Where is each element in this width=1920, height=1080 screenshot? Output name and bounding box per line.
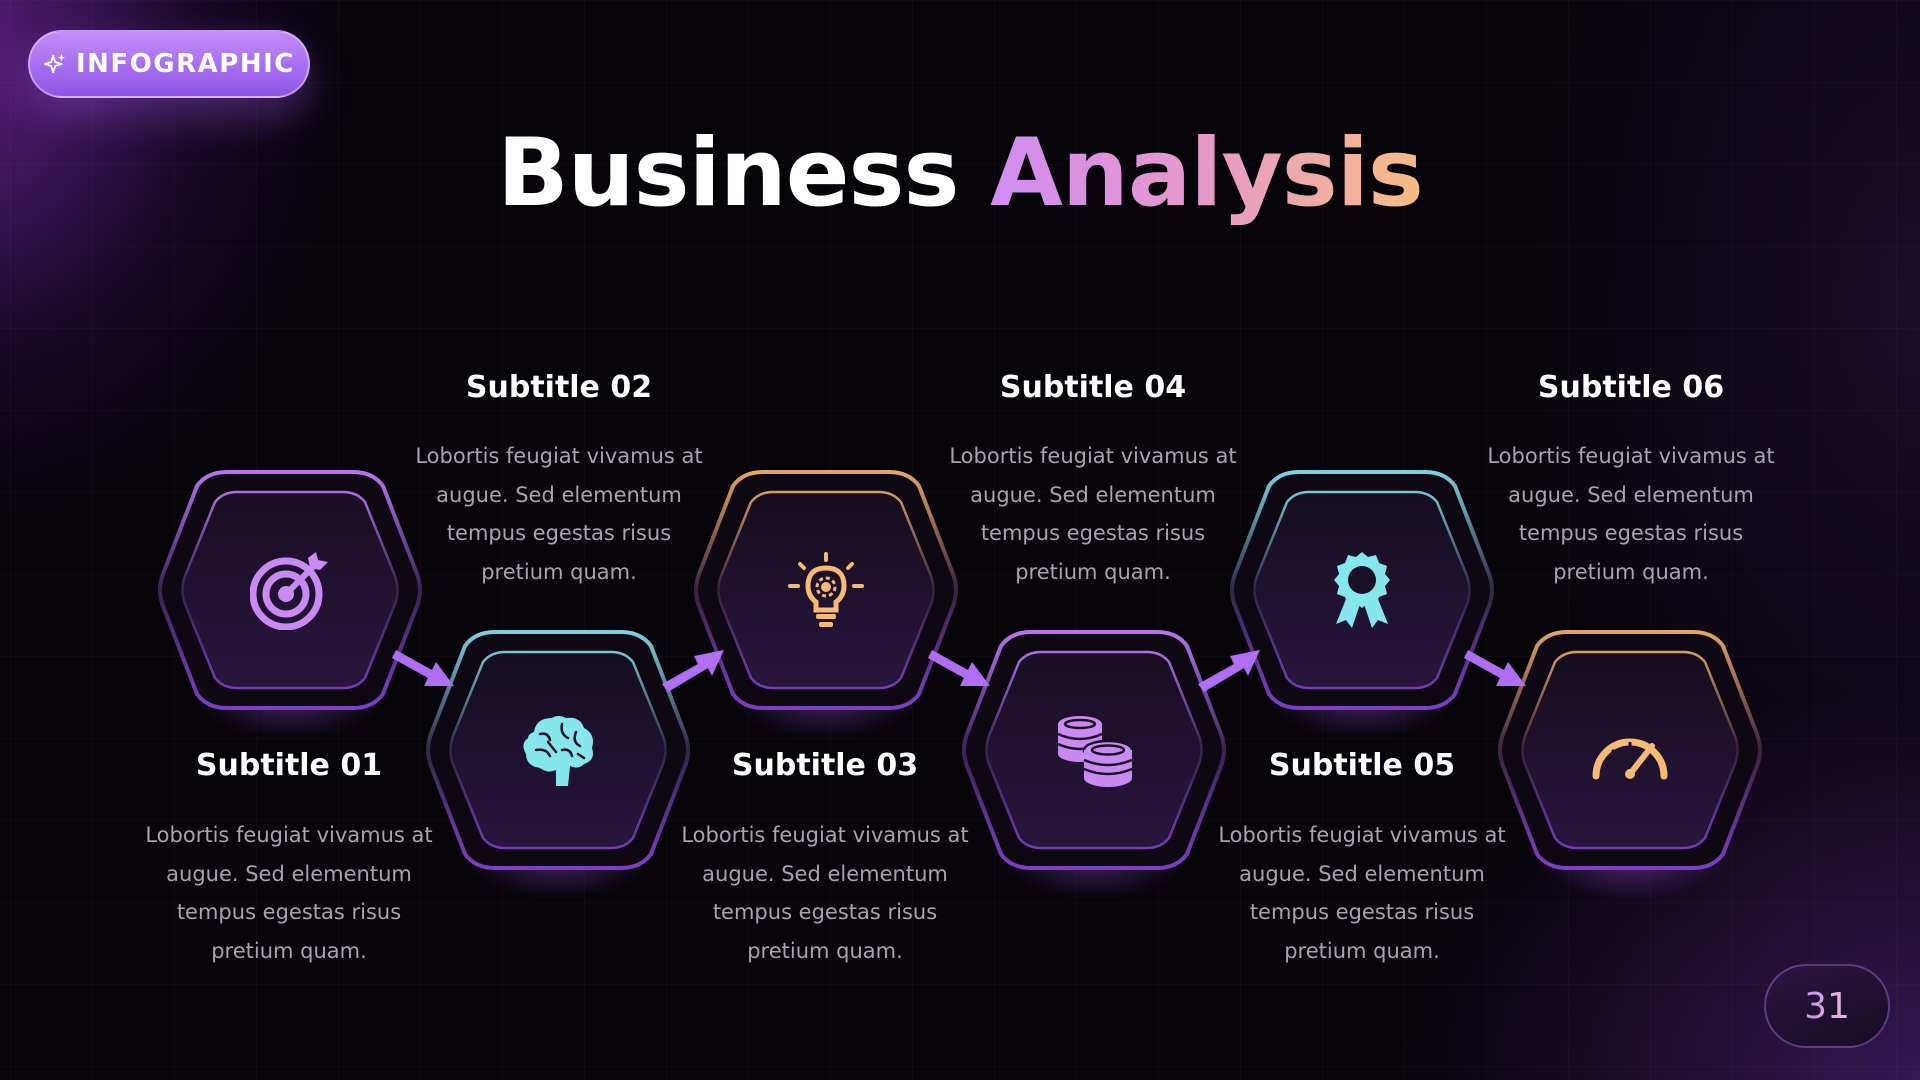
- badge-label: INFOGRAPHIC: [76, 49, 295, 79]
- title-main: Business: [497, 119, 991, 228]
- speedometer-icon: [1590, 710, 1670, 790]
- sparkle-icon: [44, 53, 66, 74]
- hexagon-3: [691, 470, 961, 740]
- item-1-title: Subtitle 01: [195, 748, 383, 783]
- title-accent: Analysis: [990, 119, 1424, 228]
- item-5-title: Subtitle 05: [1268, 748, 1456, 783]
- page-number-badge: 31: [1764, 964, 1890, 1048]
- arrow-right-down-icon: [1464, 650, 1526, 686]
- lightbulb-icon: [786, 550, 866, 630]
- hexagon-2: [423, 630, 693, 900]
- item-2-description: Lobortis feugiat vivamus at augue. Sed e…: [415, 444, 703, 584]
- infographic-badge: INFOGRAPHIC: [28, 30, 310, 98]
- item-1-description: Lobortis feugiat vivamus at augue. Sed e…: [145, 823, 433, 963]
- arrow-right-up-icon: [1198, 650, 1260, 692]
- item-6-description: Lobortis feugiat vivamus at augue. Sed e…: [1487, 444, 1775, 584]
- item-3-title: Subtitle 03: [731, 748, 919, 783]
- hexagon-4: [959, 630, 1229, 900]
- item-3-description: Lobortis feugiat vivamus at augue. Sed e…: [681, 823, 969, 963]
- item-2-title: Subtitle 02: [465, 370, 653, 405]
- arrow-right-down-icon: [928, 650, 990, 686]
- coins-icon: [1054, 710, 1134, 790]
- hexagon-1: [155, 470, 425, 740]
- hexagon-6: [1495, 630, 1765, 900]
- item-5-description: Lobortis feugiat vivamus at augue. Sed e…: [1218, 823, 1506, 963]
- arrow-right-up-icon: [662, 650, 724, 692]
- hexagon-5: [1227, 470, 1497, 740]
- arrow-right-down-icon: [392, 650, 454, 686]
- award-ribbon-icon: [1322, 550, 1402, 630]
- page-title: Business Analysis: [0, 118, 1920, 231]
- item-4-description: Lobortis feugiat vivamus at augue. Sed e…: [949, 444, 1237, 584]
- item-4-title: Subtitle 04: [999, 370, 1187, 405]
- target-icon: [249, 550, 330, 631]
- brain-icon: [518, 710, 598, 790]
- page-number: 31: [1804, 985, 1850, 1027]
- item-6-title: Subtitle 06: [1537, 370, 1725, 405]
